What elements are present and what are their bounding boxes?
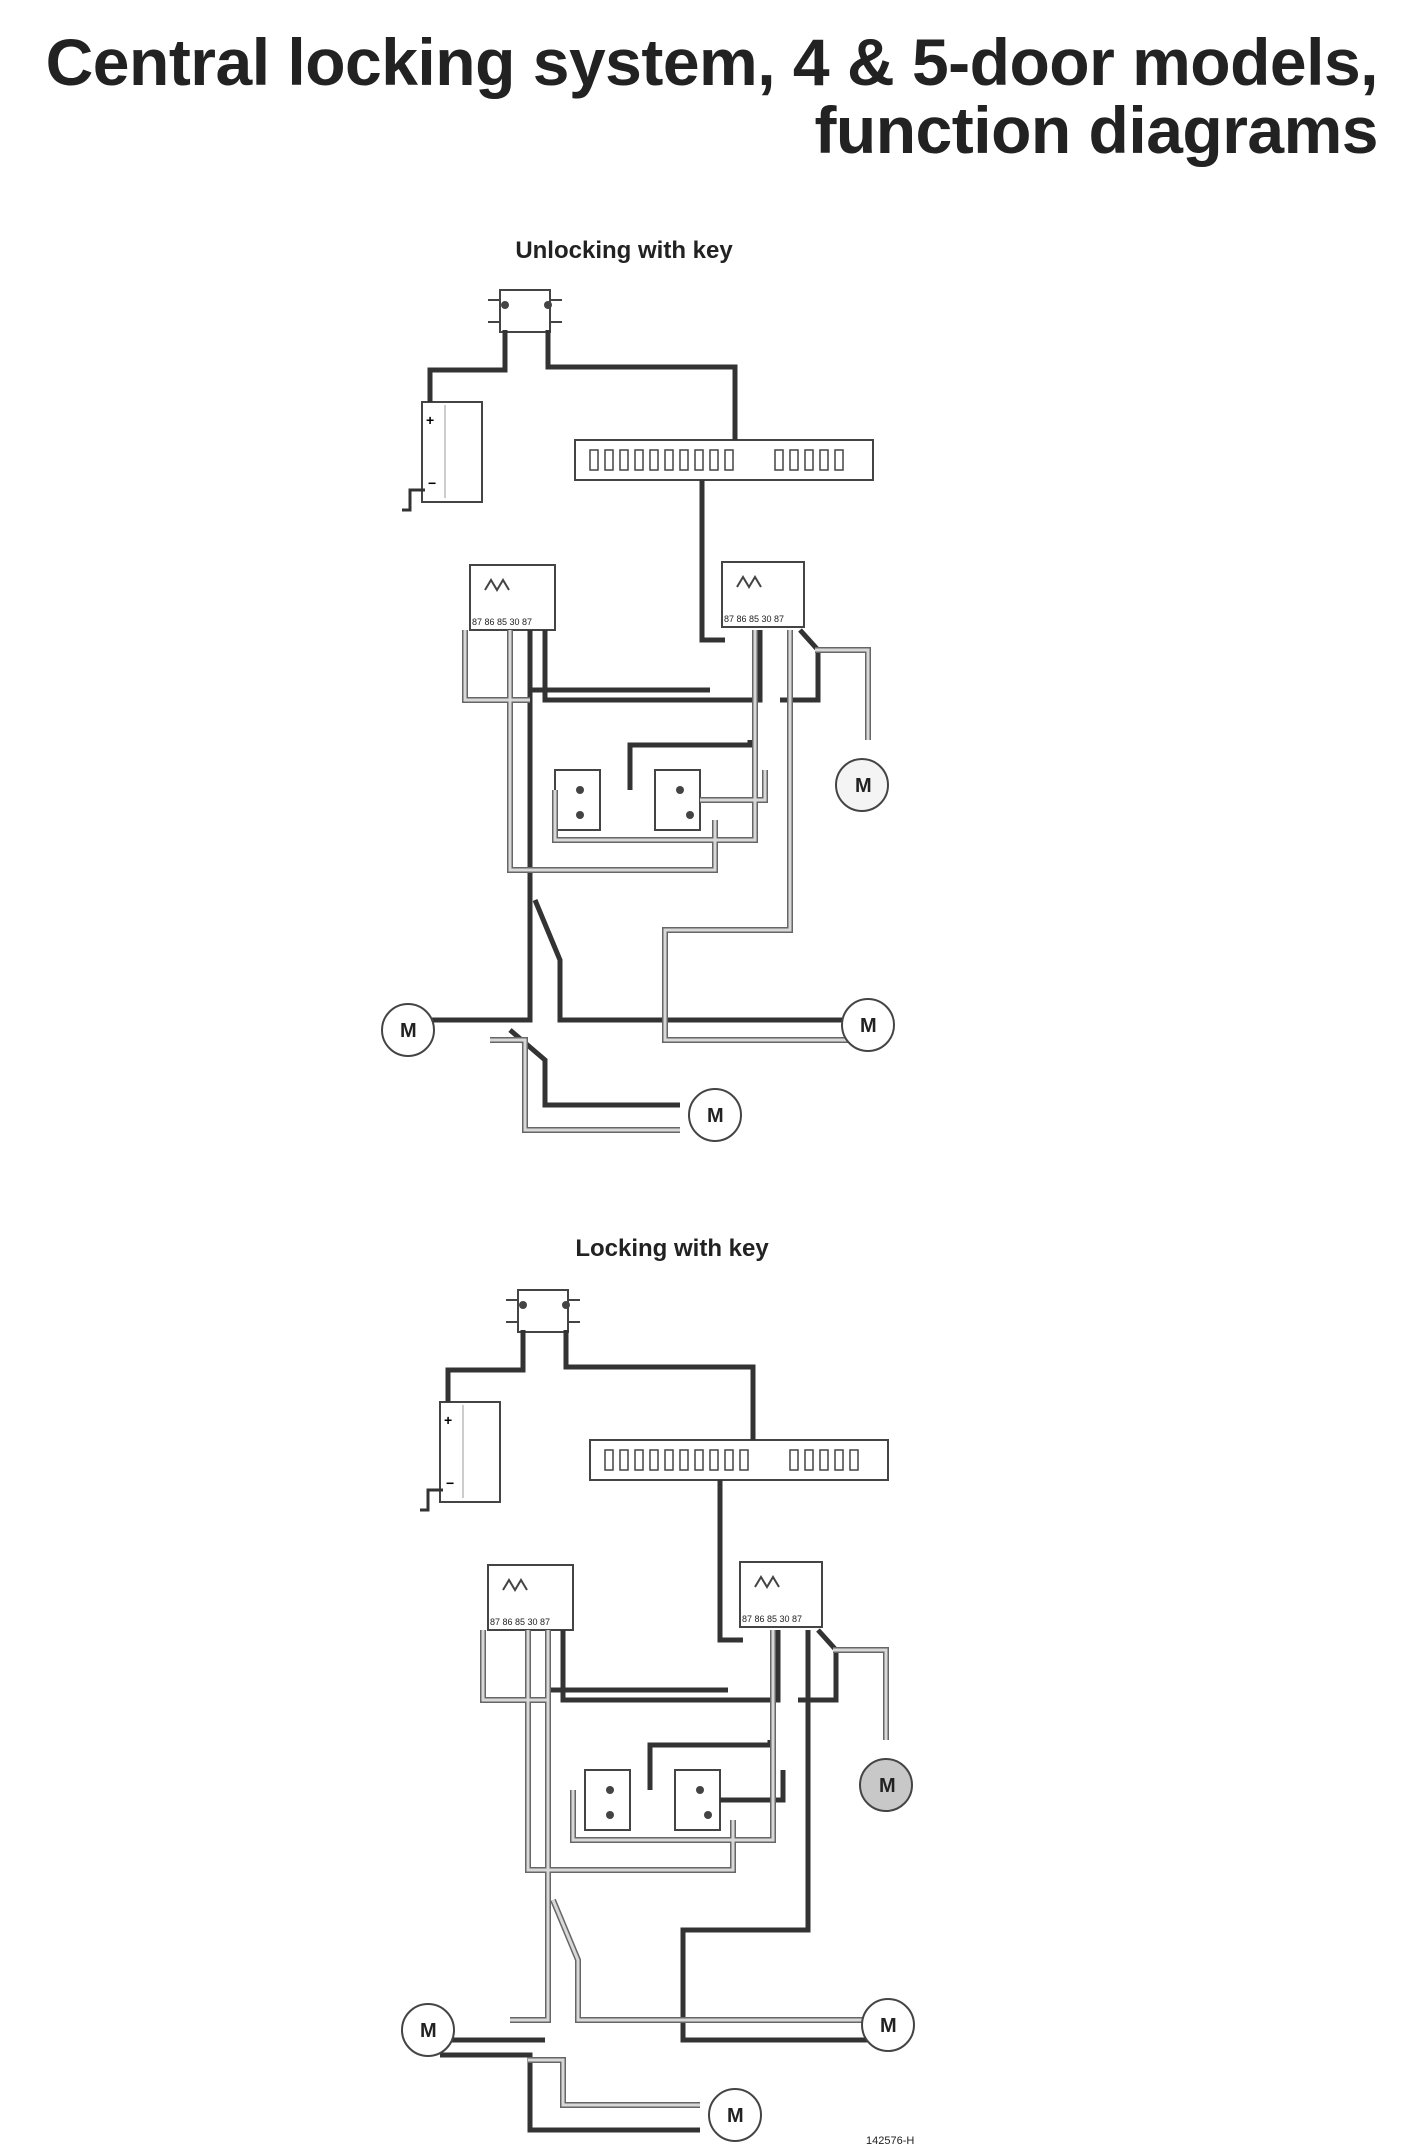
- locking-diagram: + − 87 86 85 30 87 87 86 85 30 87: [401, 1289, 915, 2142]
- fuse-box: [589, 1439, 889, 1481]
- relay-right: 87 86 85 30 87: [739, 1561, 823, 1628]
- lock-switch: [488, 289, 562, 333]
- relay-left-pins: 87 86 85 30 87: [472, 617, 532, 627]
- door-switch-right: [654, 769, 701, 831]
- battery: + −: [402, 401, 483, 512]
- diagram-caption-locking: Locking with key: [575, 1235, 769, 1262]
- motor-rear-right: M: [861, 1998, 915, 2052]
- reference-code: 142576-H: [866, 2135, 915, 2147]
- relay-left-pins: 87 86 85 30 87: [490, 1617, 550, 1627]
- lock-switch: [506, 1289, 580, 1333]
- battery-minus: −: [446, 1475, 454, 1491]
- door-switch-left: [554, 769, 601, 831]
- battery-plus: +: [426, 412, 434, 428]
- motor-tailgate-label: M: [727, 2105, 744, 2127]
- motor-rear-left: M: [401, 2003, 455, 2057]
- motor-rear-left-label: M: [400, 1020, 417, 1042]
- motor-front-right: M: [859, 1758, 913, 1812]
- relay-right-pins: 87 86 85 30 87: [742, 1614, 802, 1624]
- relay-left: 87 86 85 30 87: [487, 1564, 574, 1631]
- relay-right: 87 86 85 30 87: [721, 561, 805, 628]
- door-switch-left: [584, 1769, 631, 1831]
- battery-plus: +: [444, 1412, 452, 1428]
- motor-front-right-label: M: [879, 1775, 896, 1797]
- unlocking-diagram: + − 87 86 85 30 87 87 86 85 30 87: [381, 289, 895, 1142]
- page-title-line-1: Central locking system, 4 & 5-door model…: [45, 25, 1379, 99]
- page-title-line-2: function diagrams: [814, 93, 1378, 167]
- diagram-caption-unlocking: Unlocking with key: [515, 237, 733, 264]
- motor-front-right: M: [835, 758, 889, 812]
- motor-tailgate: M: [708, 2088, 762, 2142]
- door-switch-right: [674, 1769, 721, 1831]
- motor-tailgate: M: [688, 1088, 742, 1142]
- motor-tailgate-label: M: [707, 1105, 724, 1127]
- relay-right-pins: 87 86 85 30 87: [724, 614, 784, 624]
- motor-rear-left: M: [381, 1003, 435, 1057]
- relay-left: 87 86 85 30 87: [469, 564, 556, 631]
- motor-front-right-label: M: [855, 775, 872, 797]
- page-title: Central locking system, 4 & 5-door model…: [18, 25, 1379, 167]
- motor-rear-right-label: M: [860, 1015, 877, 1037]
- battery-minus: −: [428, 475, 436, 491]
- motor-rear-right-label: M: [880, 2015, 897, 2037]
- fuse-box: [574, 439, 874, 481]
- motor-rear-left-label: M: [420, 2020, 437, 2042]
- battery: + −: [420, 1401, 501, 1512]
- motor-rear-right: M: [841, 998, 895, 1052]
